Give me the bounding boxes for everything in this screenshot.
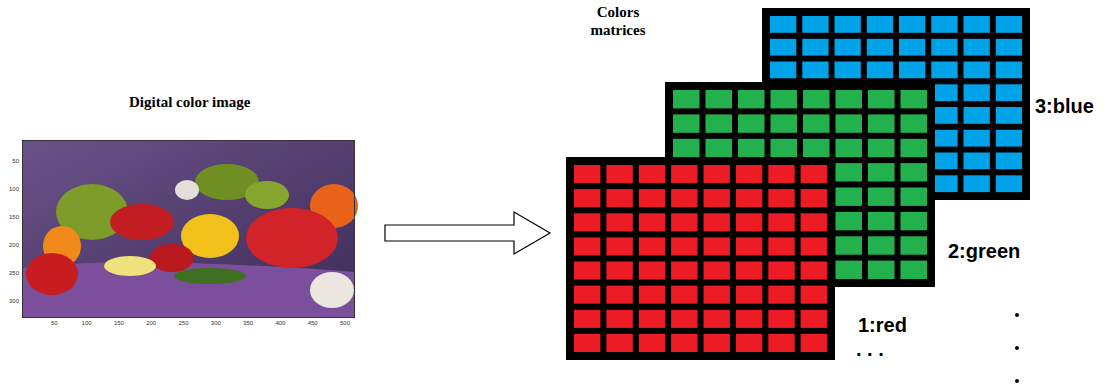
- axis-tick: 350: [243, 320, 253, 327]
- ellipsis: . . .: [856, 338, 884, 361]
- axis-tick: 200: [146, 320, 156, 327]
- axis-tick: 150: [9, 214, 19, 221]
- axis-tick: 50: [51, 320, 58, 327]
- axis-tick: 300: [9, 298, 19, 305]
- hollow-arrow: [385, 212, 550, 254]
- section-title: Colors matrices: [578, 3, 658, 39]
- matrix-label: 1:red: [858, 314, 907, 337]
- axis-tick: 250: [179, 320, 189, 327]
- matrix-label: 2:green: [948, 240, 1020, 263]
- color-matrix: 1:red: [566, 157, 835, 360]
- axis-tick: 500: [340, 320, 350, 327]
- axis-tick: 400: [275, 320, 285, 327]
- axis-tick: 300: [211, 320, 221, 327]
- axis-tick: 450: [308, 320, 318, 327]
- axis-tick: 200: [9, 242, 19, 249]
- matrix-cells: [566, 157, 835, 360]
- axis-tick: 150: [114, 320, 124, 327]
- matrix-label: 3:blue: [1035, 95, 1094, 118]
- axis-tick: 100: [9, 186, 19, 193]
- axis-tick: 250: [9, 270, 19, 277]
- image-title: Digital color image: [129, 94, 250, 111]
- axis-tick: 100: [82, 320, 92, 327]
- image-frame: Digital color image: [22, 140, 355, 318]
- axis-tick: 50: [12, 158, 19, 165]
